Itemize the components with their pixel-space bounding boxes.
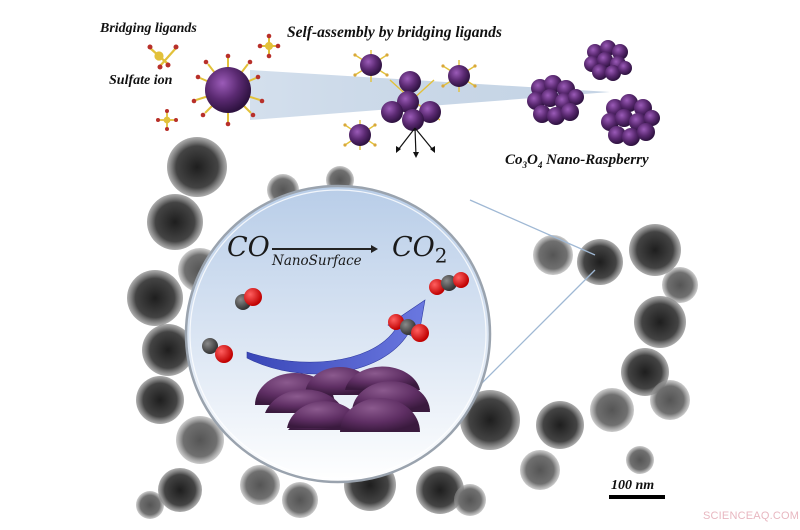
product-subscript: 2: [434, 243, 448, 268]
scale-bar: [609, 495, 665, 499]
assembling-particles: [343, 50, 477, 158]
reaction-arrow-icon: [272, 245, 378, 252]
product-co2: CO2: [392, 232, 448, 267]
watermark: SCIENCEAQ.COM: [703, 510, 800, 522]
co2-molecule-2: [388, 314, 429, 342]
formula-sub-3: 3: [522, 160, 528, 170]
catalyst-label: NanoSurface: [272, 253, 362, 269]
product-co: CO: [392, 232, 435, 263]
formula-o: O: [527, 152, 538, 168]
reactant-co: CO: [227, 232, 270, 263]
formula-co: Co: [505, 152, 523, 168]
nano-raspberry-label: Co3O4 Nano-Raspberry: [505, 152, 649, 170]
assembly-beam: [250, 70, 610, 120]
scale-bar-label: 100 nm: [611, 478, 655, 493]
self-assembly-title: Self-assembly by bridging ligands: [287, 24, 502, 41]
bridging-ligand-icon: [147, 44, 179, 70]
magnifier-line-bottom: [469, 269, 596, 396]
formula-suffix: Nano-Raspberry: [542, 152, 649, 168]
magnifier-lens: [184, 184, 492, 484]
bridging-ligand-icon: [257, 33, 281, 59]
co2-molecule-1: [429, 272, 469, 295]
formula-sub-4: 4: [537, 160, 543, 170]
co-molecule-2: [202, 338, 233, 363]
co-molecule-1: [235, 288, 262, 310]
nano-raspberry-clusters: [527, 40, 660, 146]
magnifier-line-top: [469, 199, 596, 256]
sulfate-ion-label: Sulfate ion: [109, 73, 173, 88]
catalyst-nanosurface: [255, 366, 430, 432]
bridging-ligands-label: Bridging ligands: [100, 21, 197, 36]
sulfate-capped-particle: [191, 53, 265, 127]
reaction-flow-arrow: [246, 299, 426, 375]
bridging-ligand-icon: [156, 109, 178, 131]
